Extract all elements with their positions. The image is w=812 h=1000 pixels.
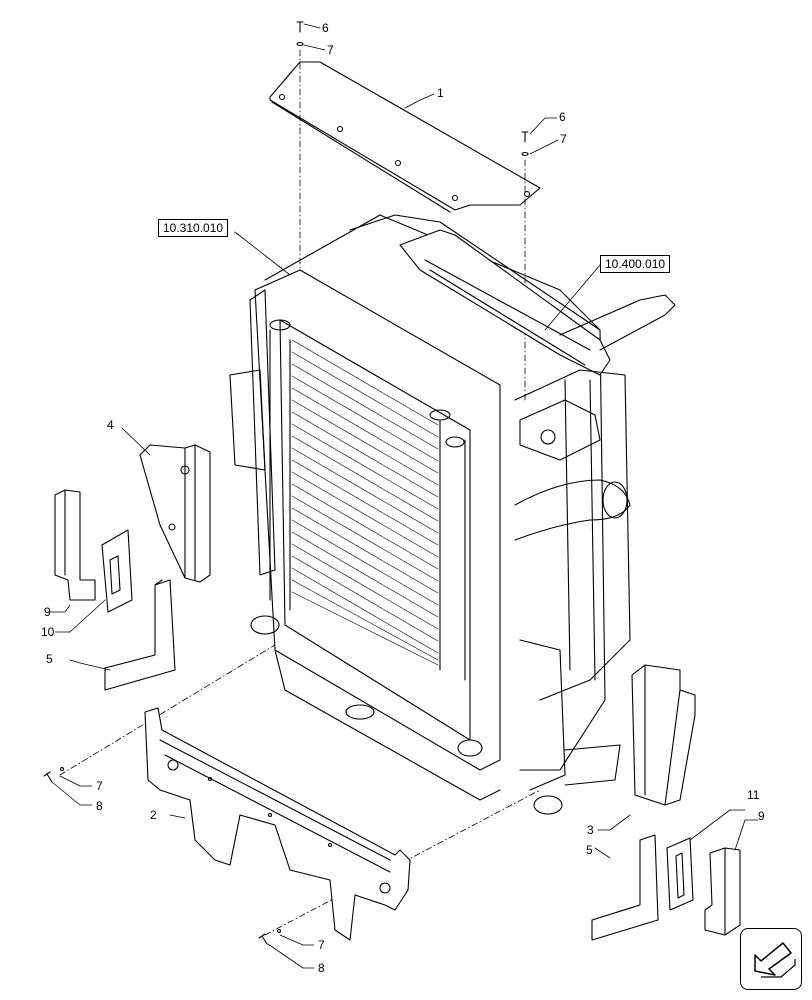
callout-7-bottom-right: 7 — [318, 938, 325, 952]
fastener-bolt-bottom-left — [43, 766, 65, 783]
reference-box-charge-air[interactable]: 10.400.010 — [600, 255, 671, 273]
foam-seal-9-left — [54, 489, 96, 601]
callout-3: 3 — [587, 823, 594, 837]
callout-2: 2 — [150, 808, 157, 822]
top-cover-plate — [269, 61, 541, 213]
foam-strip-5-left — [104, 579, 176, 691]
foam-seal-3 — [631, 664, 696, 806]
callout-5-left: 5 — [46, 652, 53, 666]
callout-6-mid: 6 — [559, 110, 566, 124]
plate-10 — [101, 529, 133, 613]
callout-8-right: 8 — [318, 961, 325, 975]
foam-seal-9-right — [704, 847, 741, 936]
arrow-down-left-icon — [754, 942, 796, 978]
callout-5-right: 5 — [586, 843, 593, 857]
leader-lines — [49, 23, 759, 969]
fastener-bolt-top-right — [521, 131, 529, 157]
callout-6-top: 6 — [322, 21, 329, 35]
fastener-bolt-top-left — [296, 21, 304, 47]
lower-bracket-2 — [144, 707, 411, 941]
callout-7-top: 7 — [327, 43, 334, 57]
callout-4: 4 — [107, 418, 114, 432]
radiator-assembly — [229, 214, 676, 815]
callout-9-left: 9 — [44, 605, 51, 619]
callout-8-left: 8 — [96, 799, 103, 813]
callout-1: 1 — [437, 86, 444, 100]
foam-seal-4 — [139, 444, 211, 583]
callout-9-right: 9 — [758, 809, 765, 823]
callout-11: 11 — [747, 788, 760, 802]
plate-11 — [666, 837, 694, 911]
fastener-bolt-bottom-right — [258, 928, 282, 945]
foam-strip-5-right — [591, 834, 659, 941]
navigate-back-button[interactable] — [740, 928, 802, 990]
callout-10: 10 — [41, 625, 55, 639]
callout-7-bottom-left: 7 — [96, 779, 103, 793]
reference-box-cooling-module[interactable]: 10.310.010 — [158, 219, 229, 237]
callout-7-mid: 7 — [560, 132, 567, 146]
radiator-core-fins — [291, 339, 439, 666]
